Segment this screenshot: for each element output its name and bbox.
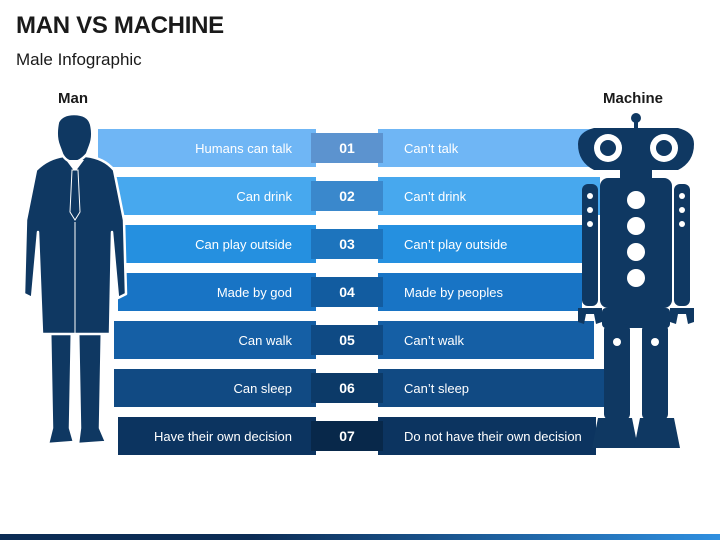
machine-trait: Made by peoples xyxy=(378,273,582,311)
row-number-badge: 01 xyxy=(311,133,383,163)
bottom-accent-bar xyxy=(0,534,720,540)
man-trait: Made by god xyxy=(118,273,316,311)
machine-trait: Can’t talk xyxy=(378,129,598,167)
man-trait: Can drink xyxy=(98,177,316,215)
row-number-badge: 02 xyxy=(311,181,383,211)
man-silhouette-icon xyxy=(22,112,128,446)
comparison-row: Have their own decision Do not have their… xyxy=(0,417,720,455)
machine-trait: Can’t drink xyxy=(378,177,600,215)
row-number-badge: 05 xyxy=(311,325,383,355)
machine-label: Machine xyxy=(603,90,664,107)
machine-trait: Can’t play outside xyxy=(378,225,582,263)
machine-trait: Do not have their own decision xyxy=(378,417,596,455)
page-subtitle: Male Infographic xyxy=(16,50,142,69)
man-trait: Can sleep xyxy=(114,369,316,407)
row-number-badge: 06 xyxy=(311,373,383,403)
man-trait: Can play outside xyxy=(118,225,316,263)
robot-silhouette-icon xyxy=(578,113,694,448)
row-number-badge: 07 xyxy=(311,421,383,451)
man-trait: Can walk xyxy=(114,321,316,359)
machine-trait: Can’t walk xyxy=(378,321,594,359)
row-number-badge: 04 xyxy=(311,277,383,307)
man-trait: Humans can talk xyxy=(98,129,316,167)
page-title: MAN VS MACHINE xyxy=(16,12,224,39)
man-label: Man xyxy=(58,90,88,107)
machine-trait: Can’t sleep xyxy=(378,369,604,407)
man-trait: Have their own decision xyxy=(118,417,316,455)
row-number-badge: 03 xyxy=(311,229,383,259)
